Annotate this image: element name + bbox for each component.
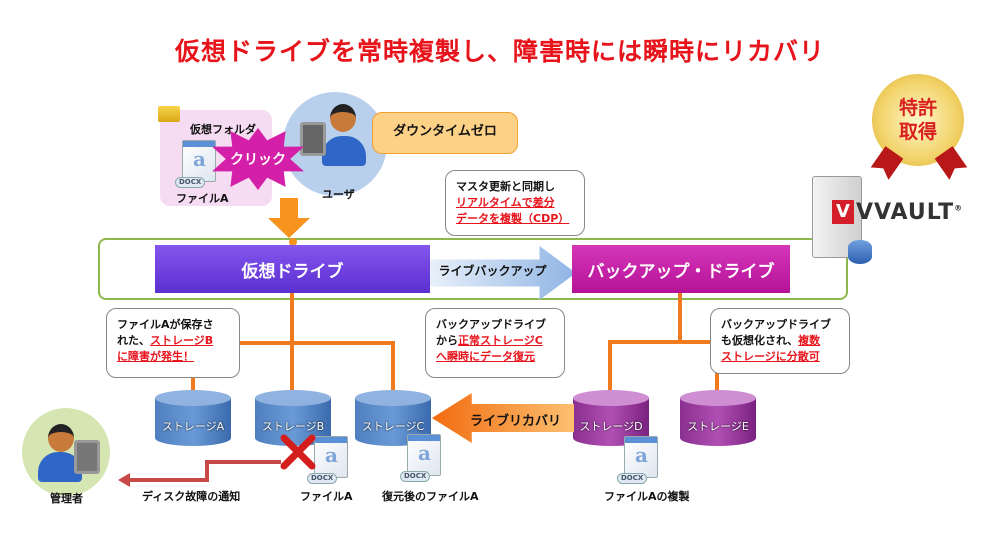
sync-callout: マスタ更新と同期し リアルタイムで差分 データを複製（CDP） — [445, 170, 585, 236]
folder-icon — [158, 106, 180, 122]
backup-drive: バックアップ・ドライブ — [572, 245, 790, 293]
user-label: ユーザ — [322, 188, 355, 201]
connection-line — [191, 378, 195, 390]
live-backup-label: ライブバックアップ — [438, 264, 547, 278]
notify-line — [205, 460, 281, 464]
vvault-logo: VVAULT® — [856, 200, 964, 225]
database-icon — [848, 240, 872, 264]
vvault-logo-mark: V — [832, 200, 854, 224]
page-title: 仮想ドライブを常時複製し、障害時には瞬時にリカバリ — [174, 37, 825, 66]
storage-b: ストレージB — [255, 390, 331, 452]
downtime-callout: ダウンタイムゼロ — [372, 112, 518, 154]
folder-label: 仮想フォルダ — [190, 123, 256, 136]
monitor-icon — [300, 122, 326, 156]
down-arrow-head — [268, 218, 310, 238]
connection-line — [608, 340, 718, 344]
distribute-callout: バックアップドライブも仮想化され、複数ストレージに分散可 — [710, 308, 850, 374]
callout-highlight: リアルタイムで差分 — [456, 196, 555, 209]
file-a-label: ファイルA — [176, 192, 229, 205]
storage-e: ストレージE — [680, 390, 756, 452]
notify-arrow-icon — [118, 473, 130, 487]
callout-highlight: データを複製（CDP） — [456, 212, 570, 225]
failure-x-icon — [280, 434, 316, 470]
connection-line — [391, 341, 395, 390]
connection-line — [240, 341, 394, 345]
storage-a: ストレージA — [155, 390, 231, 452]
admin-label: 管理者 — [50, 492, 83, 505]
notify-line — [128, 478, 208, 482]
storage-d: ストレージD — [573, 390, 649, 452]
notify-label: ディスク故障の通知 — [142, 490, 241, 503]
file-d-label: ファイルAの複製 — [604, 490, 690, 503]
connection-line — [715, 370, 719, 390]
file-c-label: 復元後のファイルA — [382, 490, 479, 503]
virtual-drive: 仮想ドライブ — [155, 245, 430, 293]
callout-text: マスタ更新と同期し — [456, 180, 555, 193]
connector-dot — [289, 238, 297, 246]
connection-line — [608, 340, 612, 390]
file-b-label: ファイルA — [300, 490, 353, 503]
system-frame — [98, 238, 848, 300]
down-arrow-icon — [280, 198, 298, 220]
notify-line — [205, 460, 209, 482]
monitor-icon — [74, 440, 100, 474]
live-recovery-label: ライブリカバリ — [470, 414, 562, 429]
connection-line — [678, 293, 682, 343]
